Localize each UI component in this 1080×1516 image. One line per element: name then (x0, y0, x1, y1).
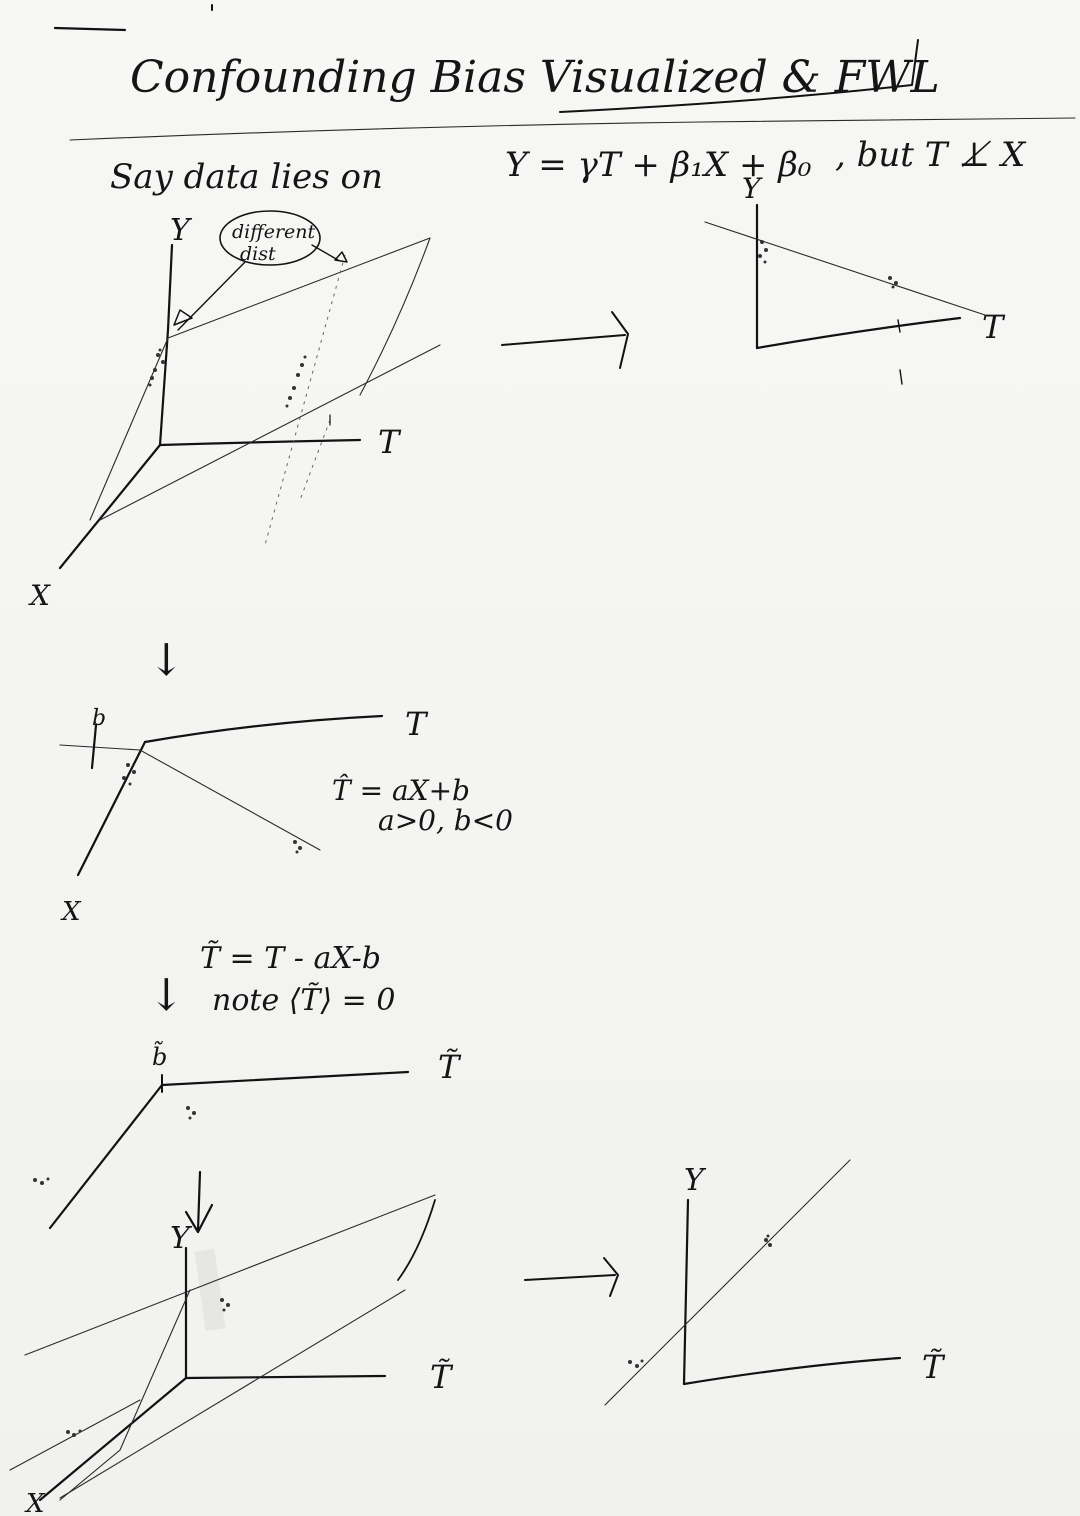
fig3-t-axis (143, 714, 384, 744)
residual-mean-note: note ⟨T̃⟩ = 0 (212, 983, 395, 1018)
fig3-fit-equation: T̂ = aX+b (332, 774, 470, 807)
fig1-plane-top-edge (167, 237, 431, 339)
fig1-data-cluster-left (148, 348, 165, 387)
fig3-b-label: b (92, 706, 106, 731)
fig5-cluster-b (66, 1429, 82, 1437)
model-equation: Y = γT + β₁X + β₀ (505, 145, 812, 185)
fig5-x-axis (38, 1376, 188, 1502)
fig6-y-vs-t-tilde: Y T̃ (604, 1159, 946, 1406)
fig1-callout-pointer-2 (311, 244, 339, 261)
intro-text: Say data lies on (110, 157, 383, 197)
fig1-small-triangle (173, 309, 193, 326)
fig1-3d-plane: different dist Y T X (28, 210, 441, 612)
fig4-b-tilde-label: b̃ (152, 1040, 167, 1071)
fig1-y-axis (158, 243, 174, 447)
fig2-y-label: Y (742, 172, 763, 205)
fig1-plane-right-edge (359, 237, 431, 396)
fig3-cluster-a (122, 763, 136, 786)
fig3-t-label: T (405, 705, 429, 743)
fig1-y-label: Y (170, 213, 193, 248)
fig4-x-axis (48, 1083, 164, 1230)
fig6-t-tilde-label: T̃ (922, 1348, 946, 1386)
fig2-cluster-a (758, 240, 768, 264)
fig1-callout-bubble (219, 210, 321, 266)
fig1-plane-left-edge (89, 337, 169, 521)
title-box: Confounding Bias Visualized & FWL (53, 4, 1076, 141)
fig3-t-vs-x: b T X T̂ = aX+b a>0, b<0 (59, 705, 513, 927)
page-title: Confounding Bias Visualized & FWL (130, 52, 940, 103)
fig5-y-label: Y (170, 1221, 193, 1256)
fig3-cluster-b (293, 840, 302, 854)
step4-residual: ↓ T̃ = T - aX-b note ⟨T̃⟩ = 0 (148, 941, 395, 1021)
fig3-sign-constraints: a>0, b<0 (378, 804, 513, 837)
arrow-down-3 (184, 1170, 214, 1234)
fig2-t-label: T (982, 308, 1006, 346)
fig4-cluster-b (33, 1177, 50, 1185)
fig1-data-cluster-right (285, 355, 307, 408)
fig2-cluster-b (888, 276, 898, 289)
fig1-x-label: X (28, 579, 51, 612)
fig5-tape (194, 1248, 226, 1332)
fig4-t-tilde: b̃ T̃ (33, 1040, 462, 1230)
fig2-regression-line (704, 221, 986, 316)
fig5-plane-bottom-edge (59, 1289, 406, 1499)
arrow-right-2 (524, 1257, 619, 1297)
fig1-plane-bottom-edge (99, 344, 441, 521)
fig6-y-label: Y (684, 1163, 707, 1198)
fig1-x-axis (58, 443, 162, 570)
fig1-t-label: T (378, 423, 402, 461)
fig3-x-label: X (60, 897, 82, 927)
fig5-plane-right-edge (397, 1199, 436, 1281)
fig3-b-tick (90, 723, 98, 770)
fig5-plane-left-edge (59, 1289, 191, 1501)
fig5-t-axis (184, 1374, 387, 1380)
fig6-cluster-b (628, 1359, 644, 1368)
fig5-t-tilde-label: T̃ (430, 1358, 454, 1396)
fig5-plane-top-edge (24, 1194, 436, 1356)
fig4-t-axis (160, 1070, 410, 1087)
fig1-projection-line-2 (299, 419, 331, 501)
fig3-fit-line (59, 744, 321, 851)
dependence-note: , but T ⊥̸ X (835, 135, 1027, 175)
fig4-cluster-a (186, 1106, 196, 1120)
fig1-callout-line2: dist (240, 243, 276, 265)
fig5-cluster-a (220, 1298, 230, 1312)
fig1-small-triangle-2 (334, 251, 348, 263)
intro-line: Say data lies on Y = γT + β₁X + β₀ , but… (110, 135, 1027, 197)
fig2-t-axis (755, 316, 962, 350)
arrow-down-1: ↓ (148, 635, 185, 686)
fig6-y-axis (682, 1198, 690, 1386)
fig5-3d-residual: Y T̃ X (9, 1194, 454, 1516)
fig1-t-axis (158, 438, 362, 447)
fig1-callout-line1: different (232, 221, 316, 243)
arrow-down-2: ↓ (148, 970, 185, 1021)
fig6-regression-line (604, 1159, 851, 1406)
fig6-cluster-a (764, 1234, 772, 1247)
arrow-right-1 (501, 311, 629, 369)
fig4-t-tilde-label: T̃ (438, 1048, 462, 1086)
fig6-t-axis (682, 1356, 902, 1386)
fig1-callout-pointer (177, 261, 246, 331)
fig2-y-vs-t: Y T (704, 172, 1006, 385)
fig5-x-label: X (24, 1489, 46, 1516)
fig1-projection-line (264, 254, 346, 546)
fig3-x-axis (76, 740, 147, 877)
residual-equation: T̃ = T - aX-b (200, 941, 381, 976)
